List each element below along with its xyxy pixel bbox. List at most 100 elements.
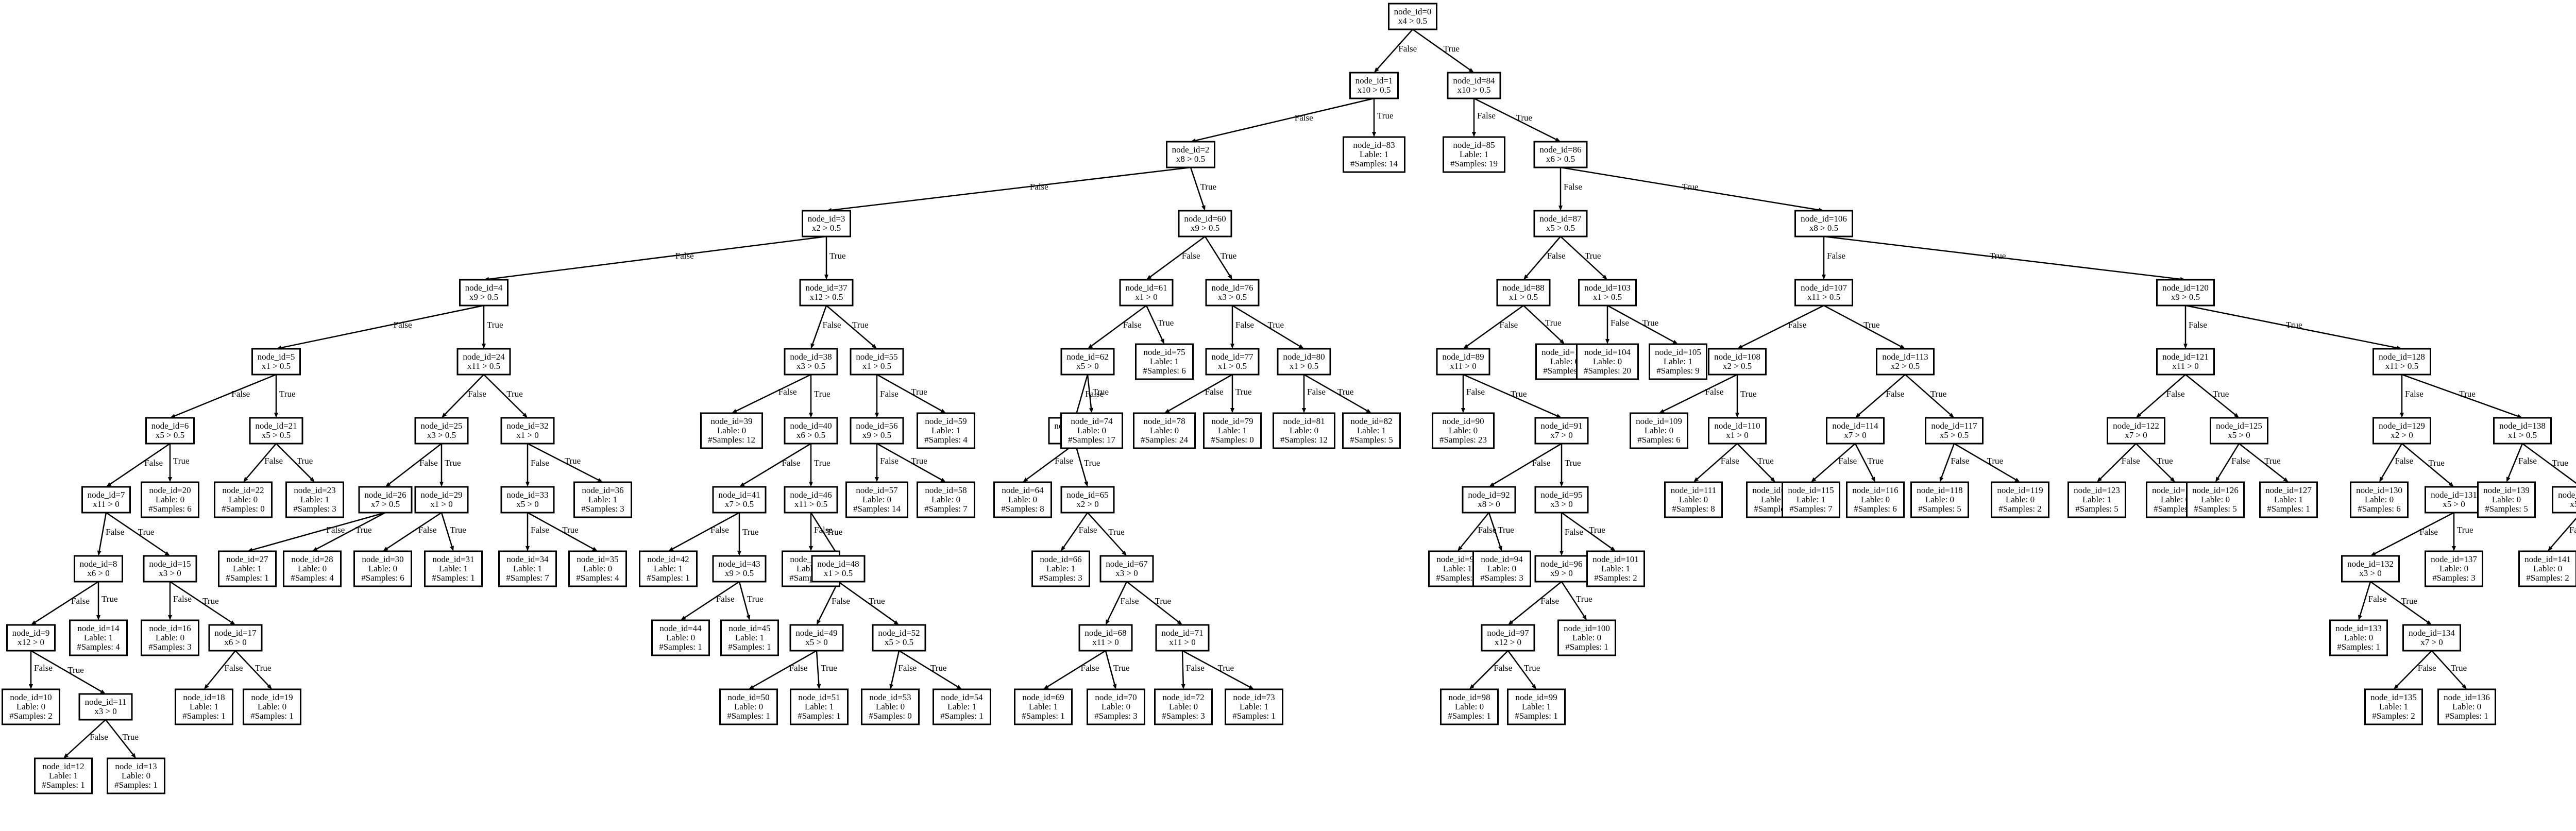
node-line-label: x3 > 0	[1550, 499, 1573, 509]
node-id-label: node_id=111	[1671, 485, 1717, 495]
tree-edge-114-116: True	[1854, 443, 1884, 482]
node-id-label: node_id=141	[2524, 554, 2571, 564]
node-box	[1664, 481, 1723, 518]
node-id-label: node_id=57	[856, 485, 898, 495]
node-box	[414, 417, 469, 445]
node-id-label: node_id=42	[647, 554, 689, 564]
node-line-label: #Samples: 7	[1543, 366, 1586, 376]
node-line-label: Lable: 0	[298, 564, 327, 573]
edge-arrowhead	[1122, 550, 1127, 556]
node-line-label: #Samples: 1	[727, 711, 770, 721]
node-id-label: node_id=137	[2431, 554, 2477, 564]
edge-label-false: False	[394, 320, 412, 330]
tree-edge-60-76: True	[1204, 236, 1236, 280]
node-line-label: Lable: 1	[513, 564, 542, 573]
edge-label-true: True	[1084, 458, 1100, 468]
edge-label-true: True	[1868, 456, 1884, 466]
node-line-label: #Samples: 0	[869, 711, 912, 721]
node-line-label: Lable: 0	[156, 633, 184, 642]
node-line-label: x4 > 0.5	[1398, 16, 1427, 26]
edge-line	[838, 581, 895, 623]
edge-label-true: True	[101, 594, 118, 604]
tree-edge-26-28: True	[312, 512, 386, 551]
tree-node-2: node_id=2x8 > 0.5	[1166, 141, 1215, 168]
edge-line	[812, 305, 827, 345]
tree-edge-24-32: True	[483, 374, 528, 418]
node-id-label: node_id=62	[1066, 352, 1108, 362]
node-id-label: node_id=5	[258, 352, 295, 362]
node-line-label: x8 > 0.5	[1809, 223, 1838, 233]
node-box	[1534, 555, 1589, 583]
edge-line	[2507, 443, 2523, 478]
node-id-label: node_id=51	[798, 692, 840, 702]
node-line-label: #Samples: 2	[2372, 711, 2415, 721]
edge-line	[890, 650, 900, 685]
node-line-label: x11 > 0.5	[467, 361, 500, 371]
node-line-label: Lable: 0	[122, 771, 150, 781]
edge-label-true: True	[1987, 456, 2004, 466]
node-id-label: node_id=11	[85, 697, 127, 707]
edge-label-true: True	[1218, 663, 1234, 673]
tree-edge-67-68: False	[1106, 581, 1139, 625]
node-id-label: node_id=105	[1655, 347, 1701, 357]
tree-edge-21-22: False	[243, 443, 283, 482]
node-box	[2156, 348, 2215, 376]
node-line-label: x5 > 0.5	[1546, 223, 1575, 233]
edge-line	[2359, 581, 2371, 616]
node-box	[1991, 481, 2049, 518]
node-id-label: node_id=128	[2379, 352, 2425, 362]
node-line-label: x5 > 0.5	[262, 430, 291, 440]
edge-arrowhead	[442, 413, 447, 418]
node-id-label: node_id=41	[718, 490, 760, 500]
tree-edge-134-136: True	[2431, 650, 2467, 689]
tree-edge-68-70: True	[1105, 650, 1130, 689]
edge-arrowhead	[1201, 205, 1206, 211]
edge-label-false: False	[675, 251, 694, 261]
node-box	[811, 555, 866, 583]
edge-label-false: False	[173, 594, 192, 604]
node-box	[712, 555, 767, 583]
node-line-label: Lable: 0	[2201, 495, 2230, 504]
edge-label-false: False	[1611, 318, 1629, 328]
node-box	[498, 550, 557, 587]
node-id-label: node_id=13	[115, 761, 157, 771]
node-box	[414, 486, 469, 514]
edge-label-false: False	[106, 527, 124, 537]
edge-arrowhead	[1855, 413, 1861, 418]
node-line-label: Lable: 0	[1455, 702, 1484, 711]
node-id-label: node_id=78	[1143, 416, 1185, 426]
tree-edge-55-56: False	[875, 375, 899, 418]
edge-arrowhead	[1948, 413, 1954, 418]
edge-line	[1561, 512, 1612, 549]
edge-arrowhead	[29, 684, 33, 689]
node-line-label: #Samples: 4	[576, 573, 619, 583]
edge-arrowhead	[940, 478, 946, 482]
edge-arrowhead	[168, 477, 172, 482]
edge-label-false: False	[1466, 387, 1485, 397]
edge-label-true: True	[911, 456, 927, 466]
node-id-label: node_id=39	[710, 416, 752, 426]
node-box	[568, 550, 627, 587]
edge-label-false: False	[71, 596, 90, 606]
edge-label-true: True	[2264, 456, 2281, 466]
edge-line	[1488, 512, 1501, 547]
node-line-label: #Samples: 14	[1350, 159, 1398, 168]
tree-edge-110-112: True	[1737, 443, 1775, 482]
node-line-label: #Samples: 3	[2432, 573, 2476, 583]
edge-line	[2381, 443, 2403, 479]
